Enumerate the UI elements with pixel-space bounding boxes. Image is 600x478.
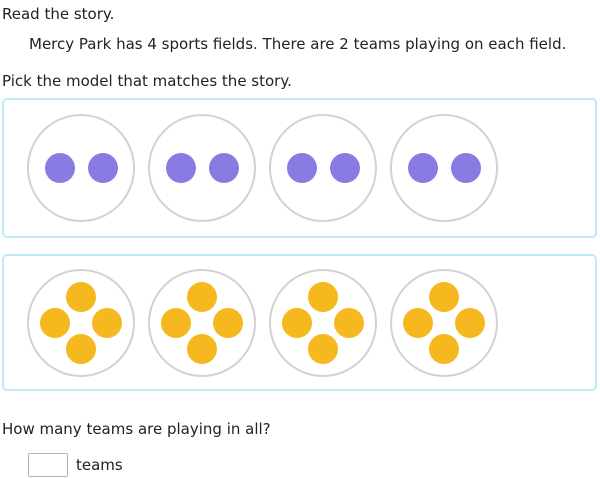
counter-dot — [455, 307, 485, 338]
counter-dot — [187, 333, 217, 364]
counter-dot — [282, 307, 312, 338]
unit-label: teams — [76, 456, 123, 474]
counter-dot — [450, 153, 481, 183]
counter-dot — [44, 153, 75, 183]
counter-dot — [187, 281, 217, 312]
counter-dot — [208, 153, 239, 183]
group-circle — [27, 114, 135, 222]
answer-input[interactable] — [28, 453, 68, 477]
group-circle — [148, 268, 256, 377]
counter-dot — [87, 153, 118, 183]
group-circle — [390, 114, 498, 222]
counter-dot — [161, 307, 191, 338]
counter-dot — [334, 307, 364, 338]
option-model-a[interactable] — [2, 98, 597, 238]
read-story-instruction: Read the story. — [2, 5, 115, 23]
counter-dot — [403, 307, 433, 338]
counter-dot — [66, 333, 96, 364]
answer-row: teams — [28, 453, 600, 477]
question-text: How many teams are playing in all? — [2, 420, 271, 438]
counter-dot — [407, 153, 438, 183]
group-circle — [27, 268, 135, 377]
counter-dot — [329, 153, 360, 183]
option-model-b[interactable] — [2, 254, 597, 391]
counter-dot — [40, 307, 70, 338]
counter-dot — [308, 333, 338, 364]
counter-dot — [213, 307, 243, 338]
counter-dot — [429, 333, 459, 364]
counter-dot — [165, 153, 196, 183]
group-circle — [269, 114, 377, 222]
counter-dot — [66, 281, 96, 312]
counter-dot — [286, 153, 317, 183]
group-circle — [390, 268, 498, 377]
pick-model-instruction: Pick the model that matches the story. — [2, 72, 292, 90]
group-circle — [269, 268, 377, 377]
counter-dot — [308, 281, 338, 312]
counter-dot — [92, 307, 122, 338]
group-circle — [148, 114, 256, 222]
counter-dot — [429, 281, 459, 312]
story-text: Mercy Park has 4 sports fields. There ar… — [29, 35, 567, 53]
